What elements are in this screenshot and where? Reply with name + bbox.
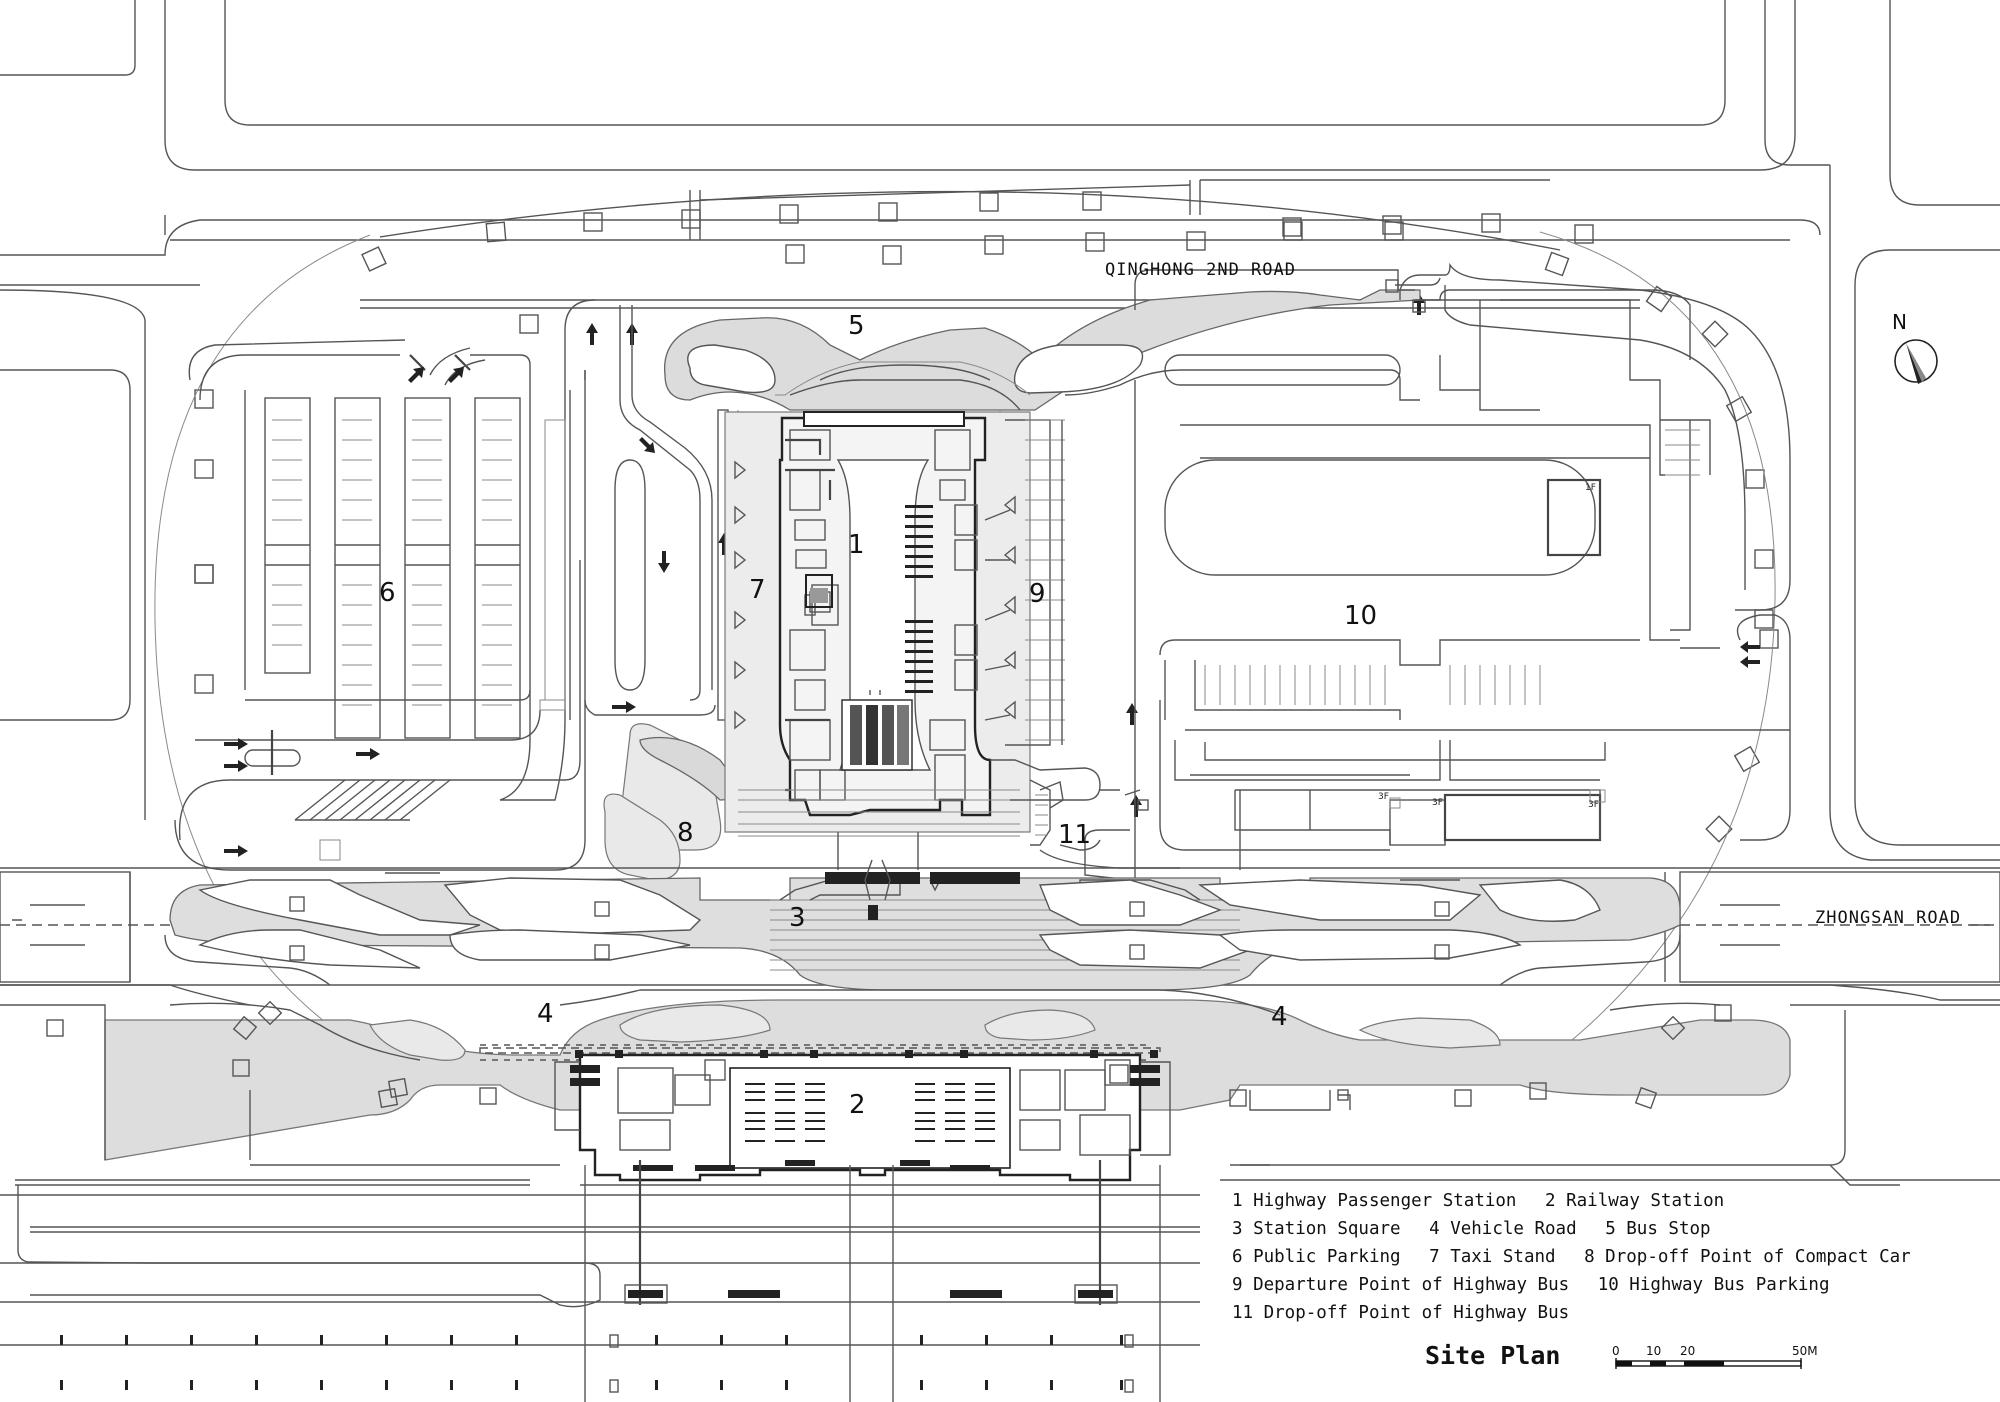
- railway-station: [479, 1047, 1171, 1182]
- zone-9-label: 9: [1029, 579, 1046, 609]
- legend-row-1: 1 Highway Passenger Station 2 Railway St…: [1232, 1187, 1992, 1215]
- floor-label-1f: 1F: [1585, 483, 1596, 493]
- zone-3-label: 3: [789, 903, 806, 933]
- legend-item: 7 Taxi Stand: [1429, 1247, 1556, 1267]
- legend-item: 4 Vehicle Road: [1429, 1219, 1577, 1239]
- north-arrow: N: [1892, 310, 1938, 384]
- zone-5-label: 5: [848, 311, 865, 341]
- scale-label: 0: [1612, 1344, 1620, 1358]
- drawing-title: Site Plan: [1425, 1341, 1561, 1370]
- legend-item: 1 Highway Passenger Station: [1232, 1191, 1517, 1211]
- zhongsan-road-band: [0, 859, 2000, 991]
- legend-item: 8 Drop-off Point of Compact Car: [1584, 1247, 1911, 1267]
- bus-stop-canopy: [664, 289, 1421, 560]
- legend-item: 2 Railway Station: [1545, 1191, 1725, 1211]
- legend-item: 3 Station Square: [1232, 1219, 1401, 1239]
- legend-item: 6 Public Parking: [1232, 1247, 1401, 1267]
- legend-row-5: 11 Drop-off Point of Highway Bus: [1232, 1299, 1992, 1327]
- zone-2-label: 2: [849, 1090, 866, 1120]
- floor-label-3f-b: 3F: [1432, 798, 1443, 808]
- zone-6-label: 6: [379, 578, 396, 608]
- north-label: N: [1892, 310, 1907, 334]
- zone-10-label: 10: [1344, 601, 1377, 631]
- qinghong-road-label: QINGHONG 2ND ROAD: [1105, 260, 1296, 280]
- zone-labels: 1 2 3 4 4 5 6 7 8 9 10 11 QINGHONG 2ND R…: [379, 260, 1961, 1120]
- scale-label: 10: [1646, 1344, 1662, 1358]
- floor-label-3f-c: 3F: [1588, 800, 1599, 810]
- rail-platforms: [0, 1160, 2000, 1402]
- scale-label: 50M: [1792, 1344, 1818, 1358]
- highway-bus-dropoff: [1029, 779, 1180, 869]
- zhongsan-road-label: ZHONGSAN ROAD: [1815, 908, 1961, 928]
- taxi-lanes: [584, 305, 745, 881]
- highway-bus-departure-bays: [990, 419, 1101, 801]
- floor-label-3f-a: 3F: [1378, 792, 1389, 802]
- legend: 1 Highway Passenger Station 2 Railway St…: [1232, 1187, 1992, 1327]
- legend-row-3: 6 Public Parking 7 Taxi Stand 8 Drop-off…: [1232, 1243, 1992, 1271]
- street-trees-north: [194, 191, 1779, 843]
- street-network: [0, 0, 2000, 861]
- zone-4-label-west: 4: [537, 999, 554, 1029]
- scale-bar: 0 10 20 50M: [1612, 1344, 1818, 1374]
- east-ring-road: [1399, 262, 1791, 611]
- legend-row-4: 9 Departure Point of Highway Bus 10 High…: [1232, 1271, 1992, 1299]
- scale-bar-graphic: [1615, 1358, 1802, 1369]
- zone-8-label: 8: [677, 818, 694, 848]
- highway-bus-parking: [1064, 269, 1791, 881]
- zone-4-label-east: 4: [1271, 1002, 1288, 1032]
- scale-label: 20: [1680, 1344, 1696, 1358]
- legend-row-2: 3 Station Square 4 Vehicle Road 5 Bus St…: [1232, 1215, 1992, 1243]
- site-ring: [154, 231, 1776, 1061]
- highway-passenger-station: [724, 411, 1031, 870]
- zone-11-label: 11: [1058, 820, 1091, 850]
- legend-item: 9 Departure Point of Highway Bus: [1232, 1275, 1570, 1295]
- legend-item: 10 Highway Bus Parking: [1597, 1275, 1830, 1295]
- zone-1-label: 1: [848, 530, 865, 560]
- legend-item: 11 Drop-off Point of Highway Bus: [1232, 1303, 1570, 1323]
- zone-7-label: 7: [749, 575, 766, 605]
- legend-item: 5 Bus Stop: [1605, 1219, 1711, 1239]
